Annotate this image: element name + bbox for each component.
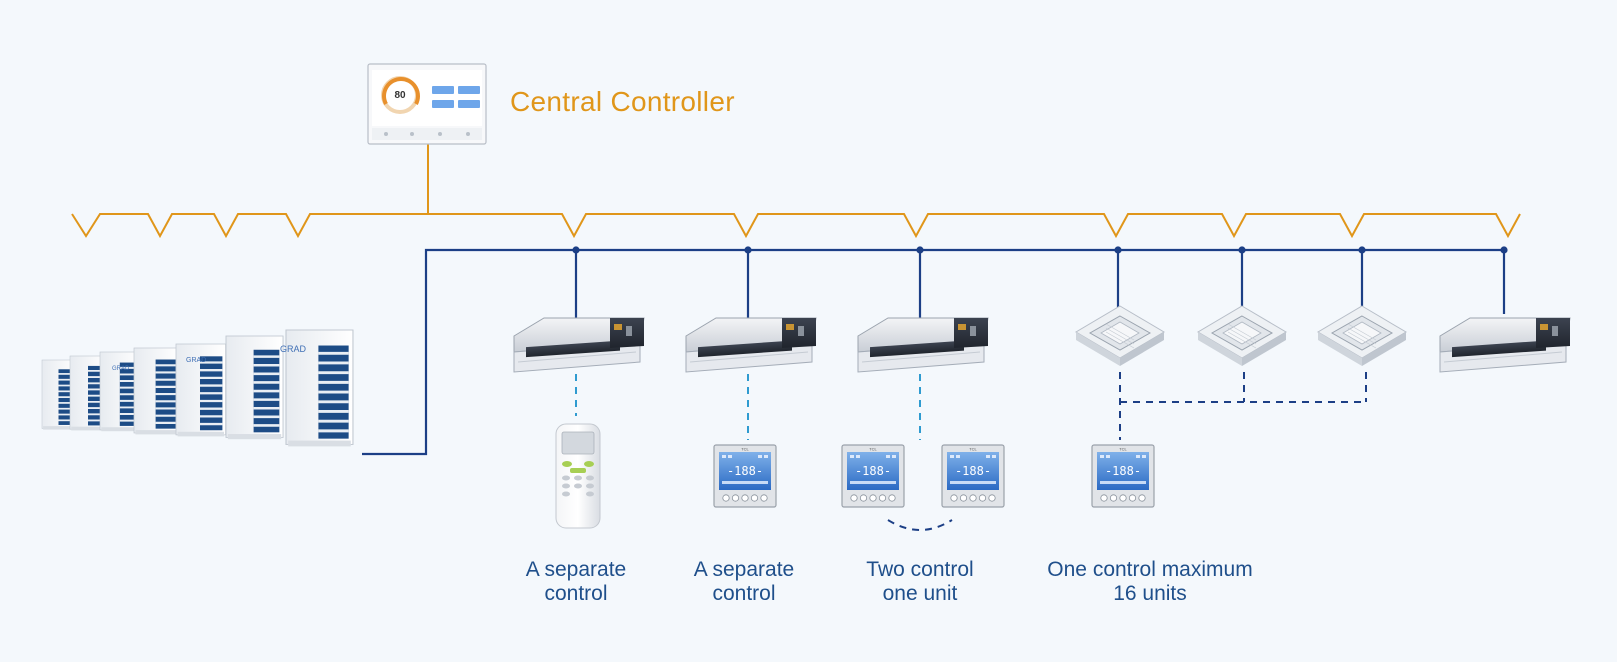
wired-controller-1: TCL -188- [713, 444, 777, 508]
caption-two-control-one-unit: Two control one unit [790, 558, 1050, 606]
wired-controller-2: TCL -188- [841, 444, 905, 508]
svg-text:-188-: -188- [1105, 464, 1141, 478]
svg-text:TCL: TCL [869, 447, 877, 452]
outdoor-unit-group: GRAD GRAD GRAD [41, 328, 355, 449]
control-links-dashed [575, 372, 1367, 531]
caption-line-1: One control maximum [1047, 558, 1253, 581]
central-controller-screen-value: 80 [394, 90, 406, 101]
caption-line-1: A separate [693, 558, 795, 581]
indoor-unit-cassette-2 [1197, 305, 1287, 367]
junction-dots [572, 246, 1508, 254]
svg-text:-188-: -188- [855, 464, 891, 478]
indoor-unit-duct-1 [513, 317, 645, 373]
refrigerant-main-line [362, 248, 1504, 456]
indoor-drop-lines [574, 250, 1506, 318]
caption-line-1: A separate [525, 558, 627, 581]
caption-line-2: control [544, 582, 608, 605]
indoor-unit-duct-3 [857, 317, 989, 373]
svg-text:-188-: -188- [955, 464, 991, 478]
caption-line-1: Two control [866, 558, 974, 581]
indoor-unit-duct-2 [685, 317, 817, 373]
caption-line-2: control [712, 582, 776, 605]
indoor-unit-cassette-1 [1075, 305, 1165, 367]
central-controller-device: 80 [367, 63, 487, 145]
central-controller-title: Central Controller [510, 86, 735, 117]
caption-separate-control-wired: A separate control [614, 558, 874, 606]
indoor-unit-duct-4 [1439, 317, 1571, 373]
svg-text:TCL: TCL [969, 447, 977, 452]
wired-controller-3: TCL -188- [941, 444, 1005, 508]
caption-line-2: one unit [882, 582, 958, 605]
odu-brand-label-3: GRAD [112, 366, 130, 372]
indoor-unit-cassette-3 [1317, 305, 1407, 367]
central-control-bus-line [71, 213, 1521, 239]
caption-one-control-16-units: One control maximum 16 units [1000, 558, 1300, 606]
wired-controller-4: TCL -188- [1091, 444, 1155, 508]
wireless-remote-control [555, 423, 601, 529]
svg-text:TCL: TCL [1119, 447, 1127, 452]
caption-line-2: 16 units [1113, 582, 1187, 605]
odu-brand-label-2: GRAD [186, 357, 206, 364]
caption-separate-control-remote: A separate control [446, 558, 706, 606]
odu-brand-label: GRAD [280, 344, 307, 354]
svg-text:-188-: -188- [727, 464, 763, 478]
svg-text:TCL: TCL [741, 447, 749, 452]
